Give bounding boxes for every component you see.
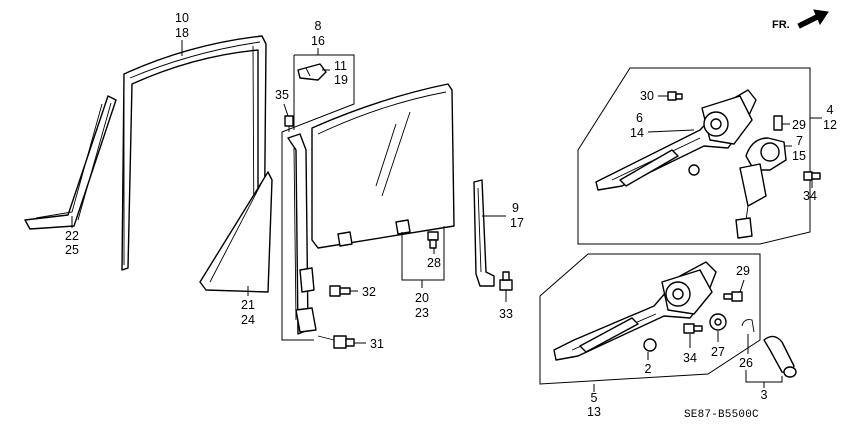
quarter-glass-weatherstrip — [24, 95, 117, 230]
callout-18: 18 — [175, 26, 189, 40]
callout-8-16-bracket: 8 16 — [281, 19, 355, 341]
callout-5-13: 5 13 — [587, 384, 601, 419]
callout-2-label: 2 — [645, 362, 652, 376]
center-sash — [287, 133, 317, 335]
callout-29-upper-label: 29 — [792, 118, 806, 132]
callout-21: 21 — [241, 298, 255, 312]
callout-16: 16 — [311, 34, 325, 48]
callout-32: 32 — [350, 285, 376, 299]
callout-4: 4 — [827, 103, 834, 117]
callout-24: 24 — [241, 313, 255, 327]
callout-19: 19 — [334, 73, 348, 87]
callout-27-label: 27 — [711, 345, 725, 359]
callout-5: 5 — [591, 391, 598, 405]
callout-29-lower: 29 — [723, 264, 750, 302]
callout-3: 3 — [761, 388, 768, 402]
upper-regulator-motor — [735, 115, 787, 239]
callout-10: 10 — [175, 11, 189, 25]
callout-31: 31 — [354, 337, 384, 351]
callout-28: 28 — [427, 248, 441, 270]
callout-26-label: 26 — [739, 356, 753, 370]
callout-10-18: 10 18 — [175, 11, 189, 56]
callout-11: 11 — [334, 59, 347, 73]
callout-34-upper-label: 34 — [803, 189, 817, 203]
bolt-33 — [499, 271, 513, 291]
window-crank-handle — [763, 335, 797, 378]
callout-11-19: 11 19 — [322, 59, 348, 87]
diagram-code: SE87-B5500C — [684, 409, 759, 421]
callout-29-upper: 29 — [782, 118, 806, 132]
callout-34-lower-label: 34 — [683, 351, 697, 365]
callout-9: 9 — [512, 201, 519, 215]
bolt-28 — [427, 231, 439, 249]
quarter-glass — [199, 171, 273, 293]
window-handle-clip — [741, 319, 755, 333]
callout-30: 30 — [640, 89, 683, 103]
callout-4-12: 4 12 — [810, 103, 837, 132]
lower-window-regulator — [553, 261, 717, 361]
callout-2: 2 — [643, 338, 657, 376]
callout-17: 17 — [510, 216, 524, 230]
callout-7: 7 — [796, 134, 803, 148]
lower-regulator-frame — [539, 253, 761, 385]
callout-31-label: 31 — [370, 337, 384, 351]
callout-34-upper: 34 — [803, 171, 821, 203]
rear-channel — [473, 179, 495, 287]
callout-33: 33 — [499, 290, 513, 321]
callout-35: 35 — [275, 88, 289, 117]
arrow-right-icon — [797, 9, 829, 29]
callout-15: 15 — [792, 149, 806, 163]
callout-30-label: 30 — [640, 89, 654, 103]
callout-26: 26 — [739, 334, 753, 370]
callout-28-label: 28 — [427, 256, 441, 270]
callout-21-24: 21 24 — [241, 286, 255, 327]
callout-34-lower: 34 — [683, 323, 703, 365]
callout-8: 8 — [315, 19, 322, 33]
callout-27: 27 — [709, 313, 727, 359]
direction-label: FR. — [772, 19, 790, 31]
callout-22-25: 22 25 — [65, 216, 79, 257]
callout-9-17: 9 17 — [482, 201, 524, 230]
screw-35 — [284, 115, 294, 132]
callout-32-label: 32 — [362, 285, 376, 299]
callout-33-label: 33 — [499, 307, 513, 321]
callout-23: 23 — [415, 306, 429, 320]
callout-13: 13 — [587, 405, 601, 419]
callout-20: 20 — [415, 291, 429, 305]
callout-22: 22 — [65, 229, 79, 243]
callout-35-label: 35 — [275, 88, 289, 102]
callout-14: 14 — [630, 126, 644, 140]
callout-12: 12 — [823, 118, 837, 132]
front-direction-indicator: FR. — [772, 9, 829, 31]
callout-20-23-bracket: 20 23 — [401, 226, 445, 320]
door-glass — [311, 83, 455, 249]
upper-window-regulator — [595, 89, 757, 191]
bolt-32 — [329, 285, 351, 297]
bolt-31 — [317, 335, 355, 349]
callout-6: 6 — [636, 111, 643, 125]
callout-7-15: 7 15 — [784, 134, 806, 163]
callout-3-bracket: 3 — [745, 370, 783, 402]
glass-clip — [297, 63, 327, 81]
callout-29-lower-label: 29 — [736, 264, 750, 278]
callout-25: 25 — [65, 243, 79, 257]
upper-regulator-frame — [577, 67, 811, 245]
callout-6-14: 6 14 — [630, 111, 695, 140]
